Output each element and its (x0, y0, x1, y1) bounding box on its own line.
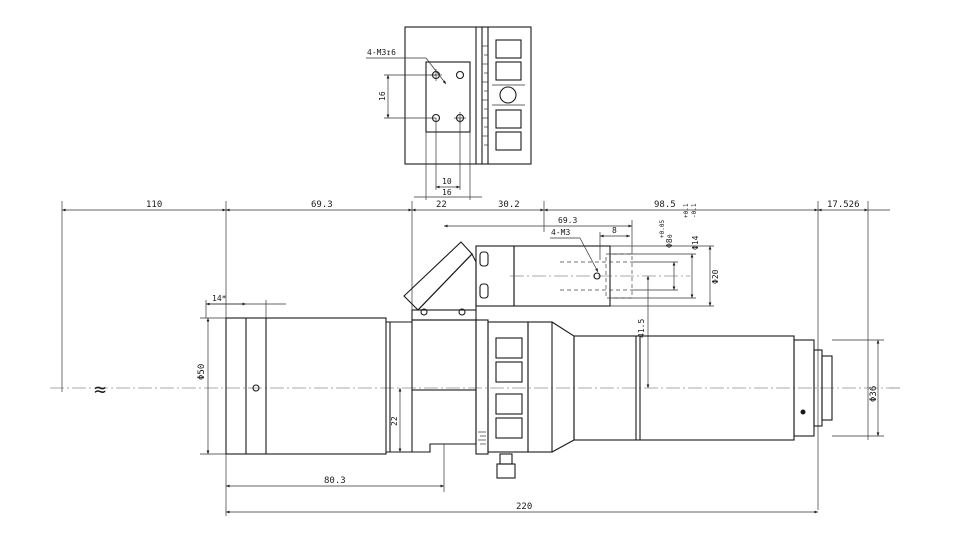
phi8-tol-lower: 0 (667, 234, 674, 238)
dim-phi14: Φ14 (691, 235, 700, 250)
top-view: 4-M3↧6 16 10 16 (366, 26, 532, 200)
dim-16-horizontal: 16 (442, 188, 452, 197)
dim-22-vertical: 22 (390, 416, 399, 426)
mount-hole (455, 70, 465, 80)
dim-69-3-coupler: 69.3 (558, 216, 577, 225)
side-coupler: 69.3 4-M3 8 Φ8 +0.05 0 Φ14 +0.1 -0.1 Φ20… (403, 203, 720, 388)
dim-220: 220 (516, 502, 532, 512)
dim-phi50: Φ50 (197, 364, 207, 380)
dim-80-3: 80.3 (324, 476, 346, 486)
dim-14: 14* (212, 294, 227, 303)
dim-8: 8 (612, 226, 617, 235)
dim-phi8: Φ8 (665, 238, 674, 248)
phi14-tol-upper: +0.1 (683, 203, 690, 218)
dim-98-5: 98.5 (654, 200, 676, 210)
dim-phi36: Φ36 (869, 386, 879, 402)
dim-110: 110 (146, 200, 162, 210)
dim-69-3-top: 69.3 (311, 200, 333, 210)
break-symbol: ≈ (94, 377, 106, 401)
thread-callout: 4-M3↧6 (367, 48, 396, 57)
dim-10: 10 (442, 177, 452, 186)
dim-30-2: 30.2 (498, 200, 520, 210)
dim-17-526: 17.526 (827, 200, 860, 210)
bottom-dimensions: 80.3 220 (225, 444, 818, 516)
top-dimension-chain: 110 69.3 22 30.2 98.5 17.526 (61, 200, 890, 510)
dim-41-5: 41.5 (637, 319, 646, 338)
lens-body: ≈ (50, 294, 900, 479)
dim-phi20: Φ20 (711, 269, 720, 284)
coupler-thread: 4-M3 (551, 228, 570, 237)
phi8-tol-upper: +0.05 (659, 220, 666, 238)
phi14-tol-lower: -0.1 (691, 203, 698, 218)
dim-22-top: 22 (436, 200, 447, 210)
dim-16-vertical: 16 (378, 91, 387, 101)
